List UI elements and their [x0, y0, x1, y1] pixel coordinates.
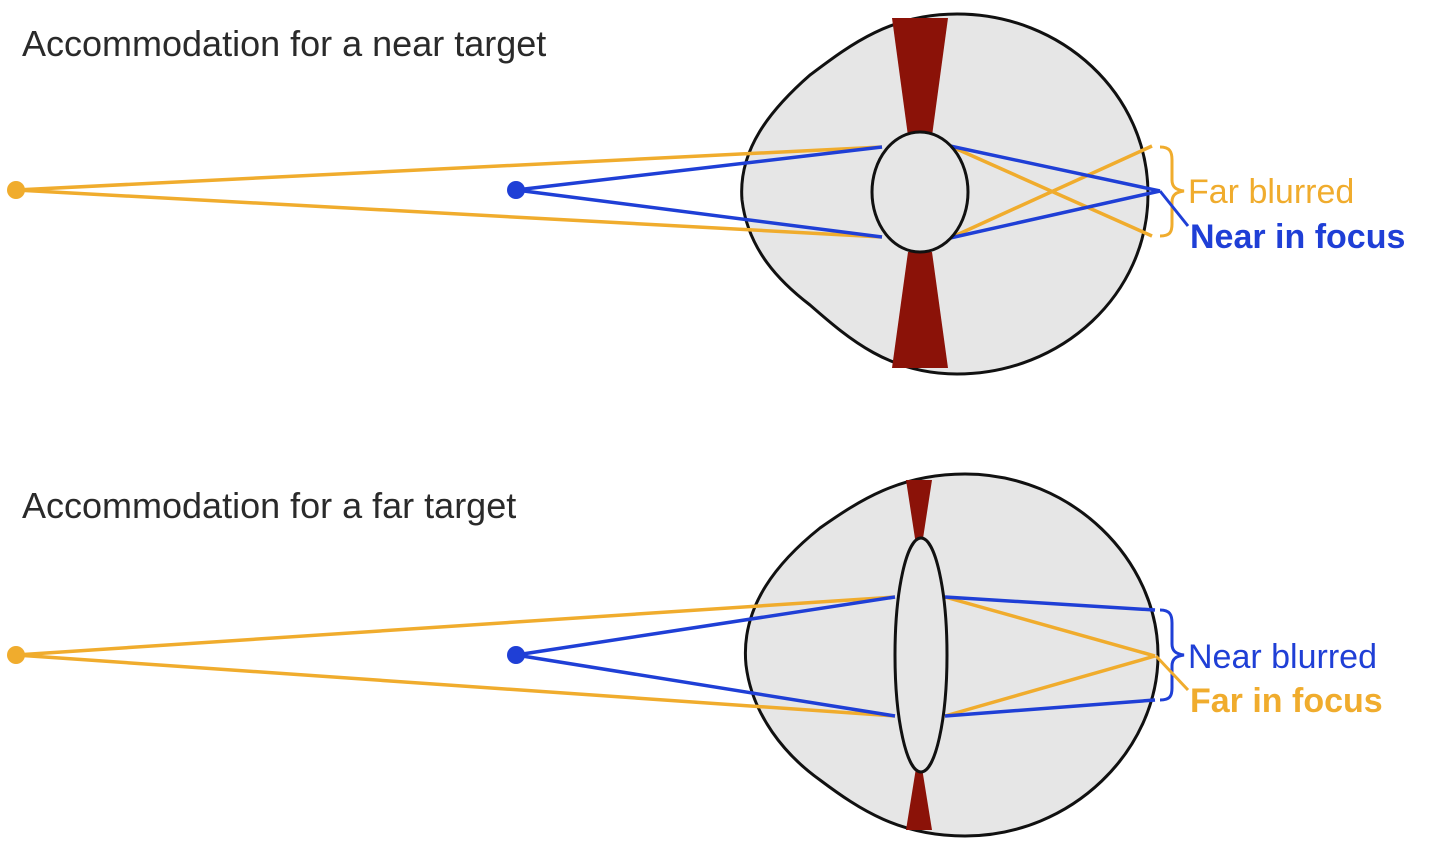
label-near-blurred: Near blurred — [1188, 638, 1377, 676]
label-near-in-focus: Near in focus — [1190, 218, 1405, 256]
iris-upper — [892, 18, 948, 136]
far-rays — [15, 595, 1156, 718]
blur-brace — [1159, 608, 1185, 702]
near-target-point — [507, 181, 525, 199]
iris-lower — [906, 768, 932, 830]
iris-upper — [906, 480, 932, 545]
near-rays — [515, 144, 1161, 240]
panel-title: Accommodation for a far target — [22, 485, 516, 526]
far-rays — [15, 144, 1153, 240]
far-target-point — [7, 181, 25, 199]
panel-far-target: Accommodation for a far target N — [7, 472, 1383, 838]
label-far-in-focus: Far in focus — [1190, 682, 1383, 720]
near-target-point — [507, 646, 525, 664]
lens-thick — [870, 130, 970, 254]
panel-near-target: Accommodation for a near target — [7, 12, 1405, 376]
eyeball — [743, 472, 1160, 838]
lens-thin — [893, 536, 949, 774]
blur-brace — [1159, 145, 1185, 238]
iris-lower — [892, 252, 948, 368]
label-far-blurred: Far blurred — [1188, 173, 1354, 211]
near-label-pointer — [1158, 190, 1190, 227]
near-rays — [515, 595, 1156, 718]
far-target-point — [7, 646, 25, 664]
far-label-pointer — [1154, 654, 1190, 692]
panel-title: Accommodation for a near target — [22, 23, 546, 64]
